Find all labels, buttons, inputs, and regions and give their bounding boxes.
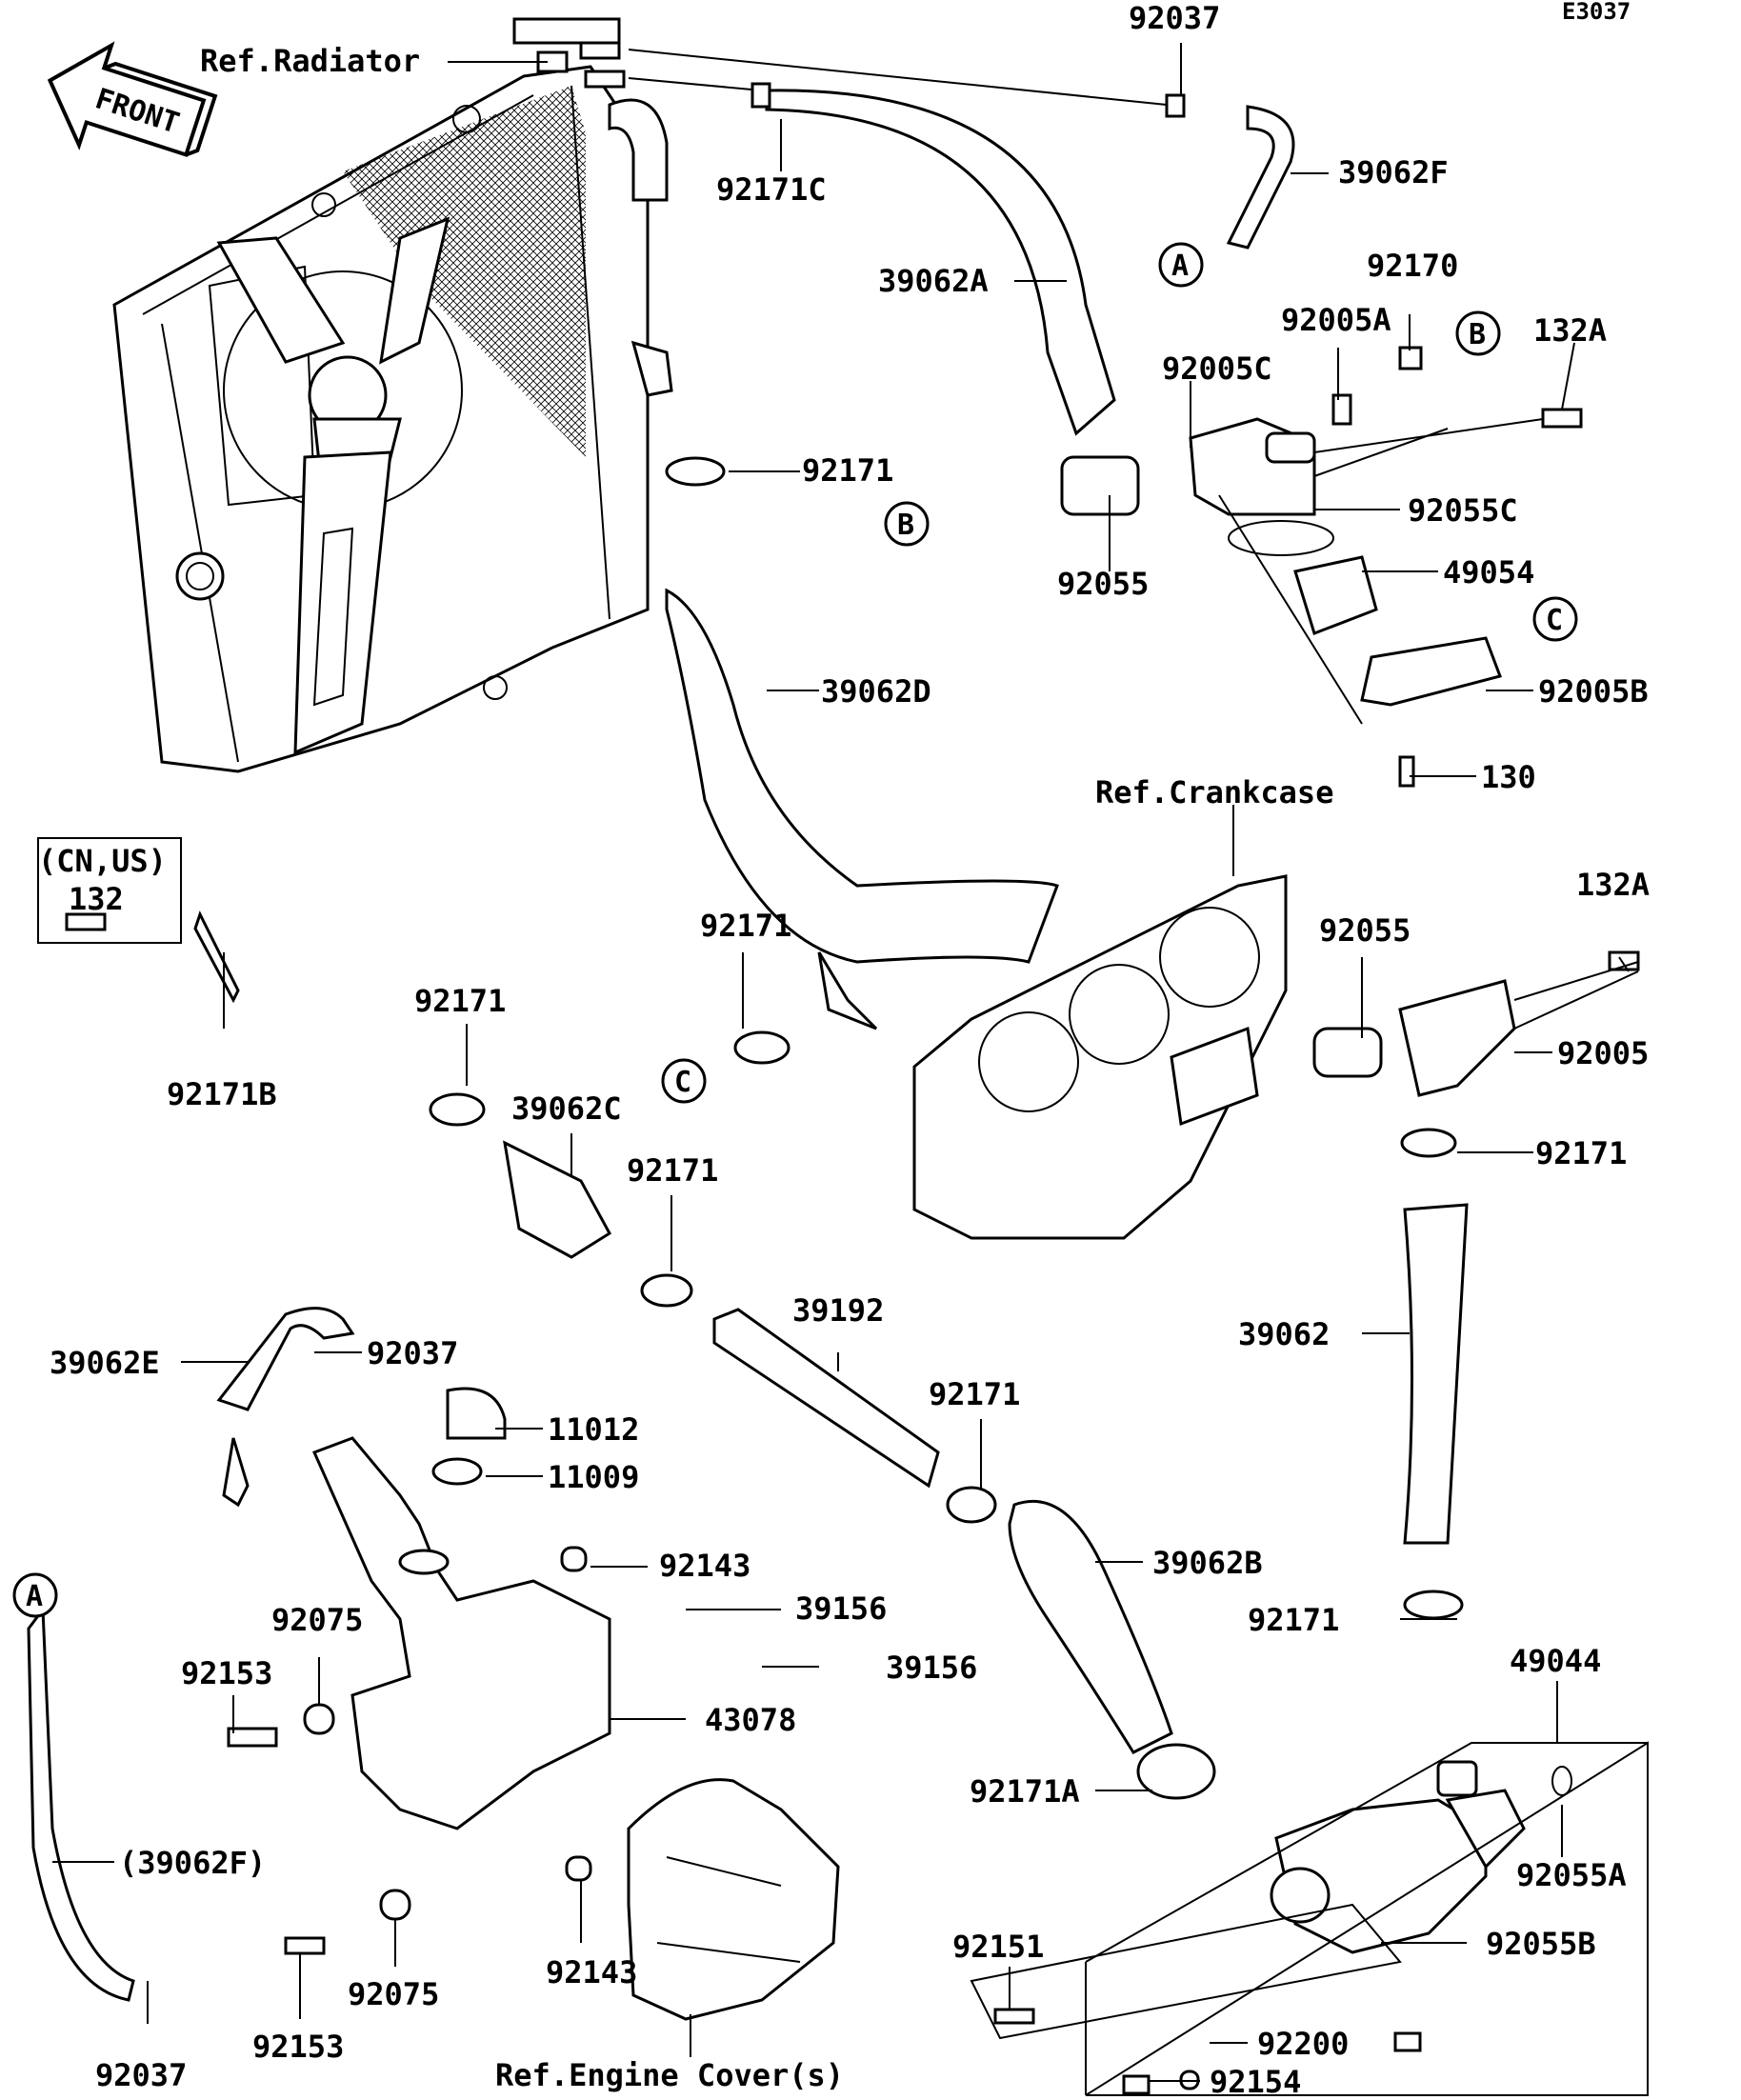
label-92005A: 92005A: [1281, 302, 1391, 338]
clamps: [429, 456, 1464, 1800]
label-92055-mid: 92055: [1319, 912, 1411, 949]
label-130: 130: [1481, 759, 1536, 795]
label-39062D: 39062D: [821, 673, 931, 710]
label-92171-f: 92171: [929, 1376, 1020, 1412]
label-92055B: 92055B: [1486, 1926, 1596, 1962]
label-132: 132: [69, 881, 124, 917]
radiator-assembly: [112, 17, 673, 773]
callout-a-top: A: [1171, 250, 1189, 283]
ref-crankcase-label: Ref.Crankcase: [1095, 774, 1333, 810]
label-39062C: 39062C: [511, 1090, 622, 1127]
small-hardware: [65, 910, 1422, 2095]
region-note-label: (CN,US): [38, 843, 167, 879]
diagram-code: E3037: [1562, 0, 1631, 25]
callout-c-right: C: [1546, 604, 1563, 637]
label-132A-mid: 132A: [1576, 867, 1650, 903]
label-92153-top: 92153: [181, 1655, 272, 1691]
label-39062F: 39062F: [1338, 154, 1449, 190]
label-92171B: 92171B: [167, 1076, 277, 1112]
label-39062A: 39062A: [878, 263, 989, 299]
hoses-lower: [27, 1140, 1469, 2002]
label-92171-c: 92171: [700, 908, 791, 944]
engine-cover: [627, 1778, 840, 2021]
label-92171A: 92171A: [970, 1773, 1080, 1810]
upper-outlet-92005: [1312, 950, 1640, 1097]
label-92055-top: 92055: [1057, 566, 1149, 602]
hoses-center: [665, 588, 1059, 1030]
label-92171-e: 92171: [627, 1152, 718, 1189]
label-92037-bot: 92037: [95, 2057, 187, 2093]
label-92075-bot: 92075: [348, 1976, 439, 2012]
label-92005B: 92005B: [1538, 673, 1649, 710]
overflow-tubes-top: [579, 41, 1295, 436]
label-92055C: 92055C: [1408, 492, 1518, 529]
callout-b-mid: B: [897, 509, 914, 542]
label-49044: 49044: [1510, 1643, 1601, 1679]
label-92170: 92170: [1367, 248, 1458, 284]
label-39062F-paren: (39062F): [119, 1845, 266, 1881]
label-92200: 92200: [1257, 2026, 1349, 2062]
label-92037-top: 92037: [1129, 0, 1220, 36]
label-39156-b: 39156: [886, 1650, 977, 1686]
front-arrow-icon: FRONT: [47, 41, 218, 158]
callout-a-bottom: A: [26, 1580, 43, 1613]
label-92171-d: 92171: [1535, 1135, 1627, 1171]
label-43078: 43078: [705, 1702, 796, 1738]
leader-lines: [52, 43, 1630, 2082]
label-92037-mid: 92037: [367, 1335, 458, 1371]
label-92153-bot: 92153: [252, 2029, 344, 2065]
label-39156-a: 39156: [795, 1590, 887, 1627]
label-92154: 92154: [1210, 2064, 1301, 2100]
label-92055A: 92055A: [1516, 1857, 1627, 1893]
label-39062E: 39062E: [50, 1345, 160, 1381]
ref-engine-cover-label: Ref.Engine Cover(s): [495, 2057, 844, 2093]
label-11012: 11012: [548, 1411, 639, 1448]
label-92143-bot: 92143: [546, 1954, 637, 1990]
callout-c-left: C: [674, 1066, 691, 1099]
water-pump: [970, 1760, 1572, 2040]
label-92171-g: 92171: [1248, 1602, 1339, 1638]
callout-b-top: B: [1469, 318, 1486, 351]
reservoir-tank: [311, 1387, 611, 1830]
crankcase: [912, 874, 1288, 1240]
label-92171C: 92171C: [716, 171, 827, 208]
label-39062: 39062: [1238, 1316, 1330, 1352]
label-11009: 11009: [548, 1459, 639, 1495]
label-92005C: 92005C: [1162, 350, 1272, 387]
thermostat-group: [1060, 346, 1583, 788]
label-92151: 92151: [952, 1929, 1044, 1965]
part-labels: Ref.Radiator 92037 39062F 92171C 39062A …: [38, 0, 1650, 2100]
label-132A-top: 132A: [1533, 312, 1607, 349]
label-92075-top: 92075: [271, 1602, 363, 1638]
label-39192: 39192: [792, 1292, 884, 1329]
callout-circles: A B B C C A: [12, 242, 1578, 1618]
label-92171-b: 92171: [414, 983, 506, 1019]
label-92143-top: 92143: [659, 1548, 750, 1584]
label-39062B: 39062B: [1152, 1545, 1263, 1581]
ref-radiator-label: Ref.Radiator: [200, 43, 420, 79]
group-frames: [37, 837, 1649, 2096]
label-92005: 92005: [1557, 1035, 1649, 1071]
label-92171-a: 92171: [802, 452, 893, 489]
label-49054: 49054: [1443, 554, 1534, 590]
